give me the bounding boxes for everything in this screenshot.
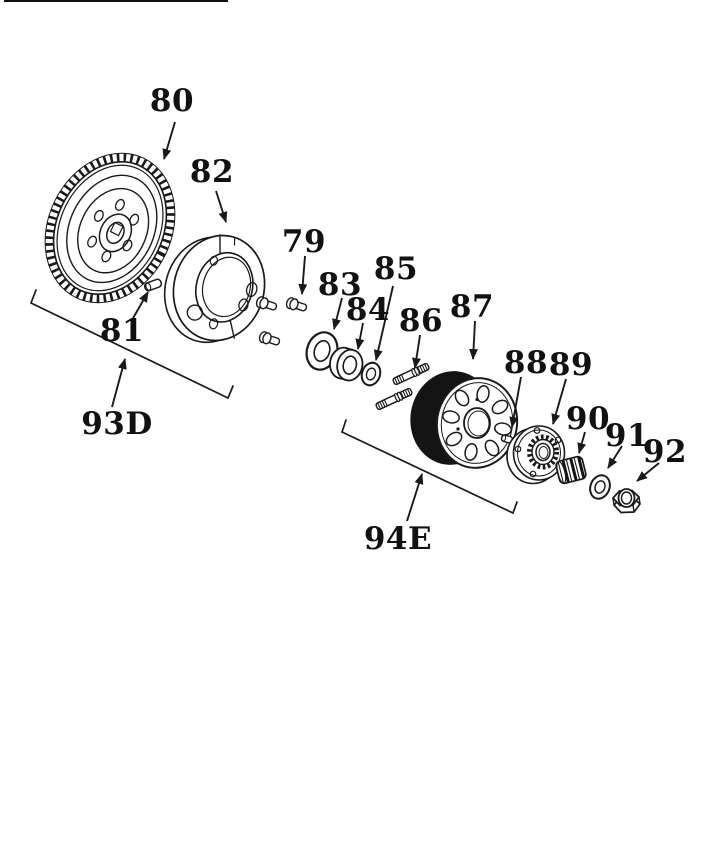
callout-88: 88 bbox=[504, 345, 548, 381]
callout-81: 81 bbox=[100, 313, 144, 349]
callout-85: 85 bbox=[374, 251, 418, 287]
clutch-drum-icon bbox=[410, 371, 519, 469]
callout-86: 86 bbox=[399, 303, 443, 339]
needle-bearing-icon bbox=[555, 455, 587, 485]
callout-79: 79 bbox=[282, 224, 326, 260]
callout-84: 84 bbox=[346, 292, 390, 328]
callout-80: 80 bbox=[150, 83, 194, 119]
lock-washer-icon bbox=[589, 474, 611, 500]
leader-arrows bbox=[111, 121, 660, 522]
callout-90: 90 bbox=[566, 401, 610, 437]
bracket-94E bbox=[341, 419, 518, 514]
top-edge-scan-artifact bbox=[4, 0, 228, 2]
ring-gear-icon bbox=[44, 152, 176, 304]
group-label-93D: 93D bbox=[81, 406, 153, 442]
dowel-pin-icon bbox=[143, 278, 163, 292]
callout-labels: 80 82 79 85 83 87 84 86 81 88 89 90 91 9… bbox=[81, 83, 687, 557]
callout-83: 83 bbox=[318, 267, 362, 303]
sprocket-hub-icon bbox=[506, 425, 566, 485]
callout-91: 91 bbox=[605, 418, 649, 454]
spacer-collar-icon bbox=[329, 346, 364, 382]
clutch-shoe-ring-icon bbox=[163, 234, 266, 344]
callout-82: 82 bbox=[190, 154, 234, 190]
callout-87: 87 bbox=[450, 289, 494, 325]
hex-nut-icon bbox=[611, 488, 642, 514]
callout-92: 92 bbox=[643, 434, 687, 470]
callout-89: 89 bbox=[549, 347, 593, 383]
small-washer-icon bbox=[360, 361, 382, 387]
bracket-93D bbox=[30, 289, 234, 399]
shoulder-bolt-icon bbox=[254, 295, 309, 349]
group-label-94E: 94E bbox=[364, 521, 432, 557]
